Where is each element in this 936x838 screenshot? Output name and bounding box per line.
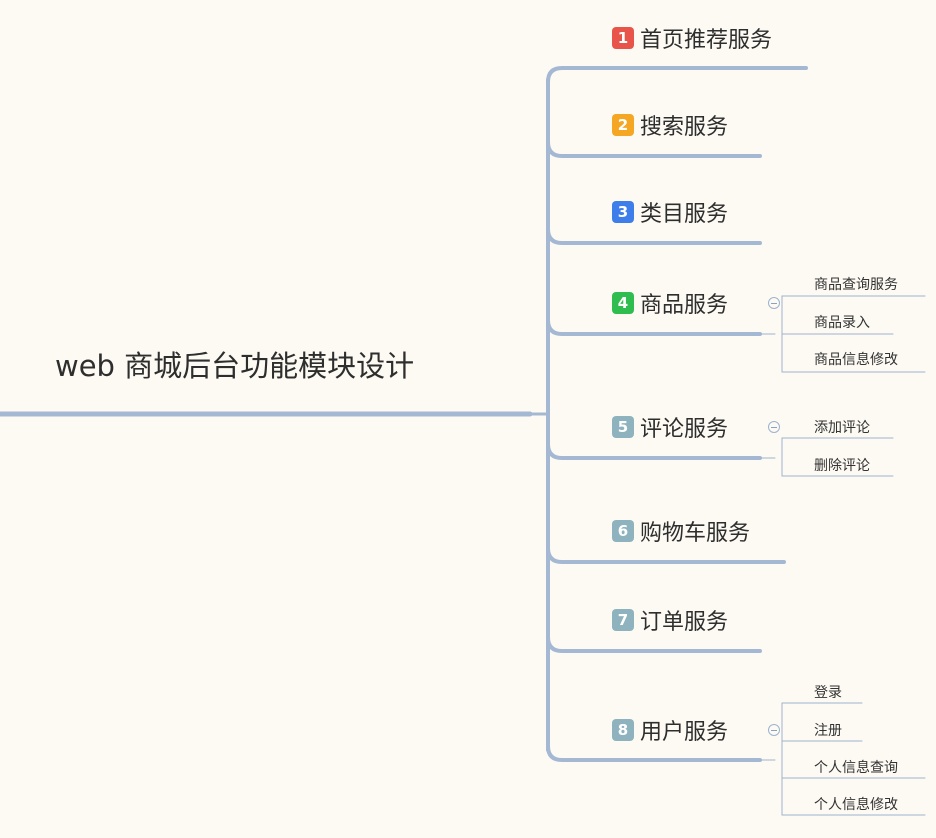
subtopic[interactable]: 添加评论 — [814, 420, 870, 436]
branch-topic-7[interactable]: 7 订单服务 — [612, 605, 728, 635]
branch-topic-4[interactable]: 4 商品服务 — [612, 288, 728, 318]
priority-1-badge: 1 — [612, 27, 634, 49]
branch-topic-1[interactable]: 1 首页推荐服务 — [612, 23, 772, 53]
subtopic[interactable]: 注册 — [814, 723, 842, 739]
collapse-toggle-5[interactable] — [768, 421, 780, 433]
priority-5-badge: 5 — [612, 416, 634, 438]
priority-3-badge: 3 — [612, 201, 634, 223]
subtopic[interactable]: 个人信息查询 — [814, 760, 898, 776]
branch-label: 评论服务 — [640, 417, 729, 442]
branch-label: 购物车服务 — [640, 521, 751, 546]
subtopic[interactable]: 商品查询服务 — [814, 277, 898, 293]
subtopic[interactable]: 删除评论 — [814, 458, 870, 474]
branch-underline-1 — [546, 66, 808, 84]
branch-underline-4 — [546, 318, 762, 336]
branch-label: 首页推荐服务 — [640, 28, 773, 53]
branch-topic-5[interactable]: 5 评论服务 — [612, 412, 728, 442]
branch-topic-6[interactable]: 6 购物车服务 — [612, 516, 750, 546]
branch-topic-2[interactable]: 2 搜索服务 — [612, 110, 728, 140]
branch-underline-6 — [546, 546, 786, 564]
priority-6-badge: 6 — [612, 520, 634, 542]
priority-8-badge: 8 — [612, 719, 634, 741]
branch-topic-8[interactable]: 8 用户服务 — [612, 715, 728, 745]
subtopic[interactable]: 个人信息修改 — [814, 797, 898, 813]
branch-underline-7 — [546, 635, 762, 653]
subtopic[interactable]: 商品信息修改 — [814, 352, 898, 368]
branch-label: 用户服务 — [640, 720, 729, 745]
collapse-toggle-8[interactable] — [768, 724, 780, 736]
priority-2-badge: 2 — [612, 114, 634, 136]
branch-label: 商品服务 — [640, 293, 729, 318]
branch-topic-3[interactable]: 3 类目服务 — [612, 197, 728, 227]
branch-underline-2 — [546, 140, 762, 158]
branch-underline-8 — [546, 744, 762, 762]
branch-label: 订单服务 — [640, 610, 729, 635]
branch-label: 搜索服务 — [640, 115, 729, 140]
subtopic[interactable]: 登录 — [814, 685, 842, 701]
branch-underline-3 — [546, 227, 762, 245]
root-topic[interactable]: web 商城后台功能模块设计 — [55, 349, 415, 383]
collapse-toggle-4[interactable] — [768, 297, 780, 309]
branch-underline-5 — [546, 442, 762, 460]
priority-7-badge: 7 — [612, 609, 634, 631]
priority-4-badge: 4 — [612, 292, 634, 314]
branch-label: 类目服务 — [640, 202, 729, 227]
subtopic[interactable]: 商品录入 — [814, 315, 870, 331]
